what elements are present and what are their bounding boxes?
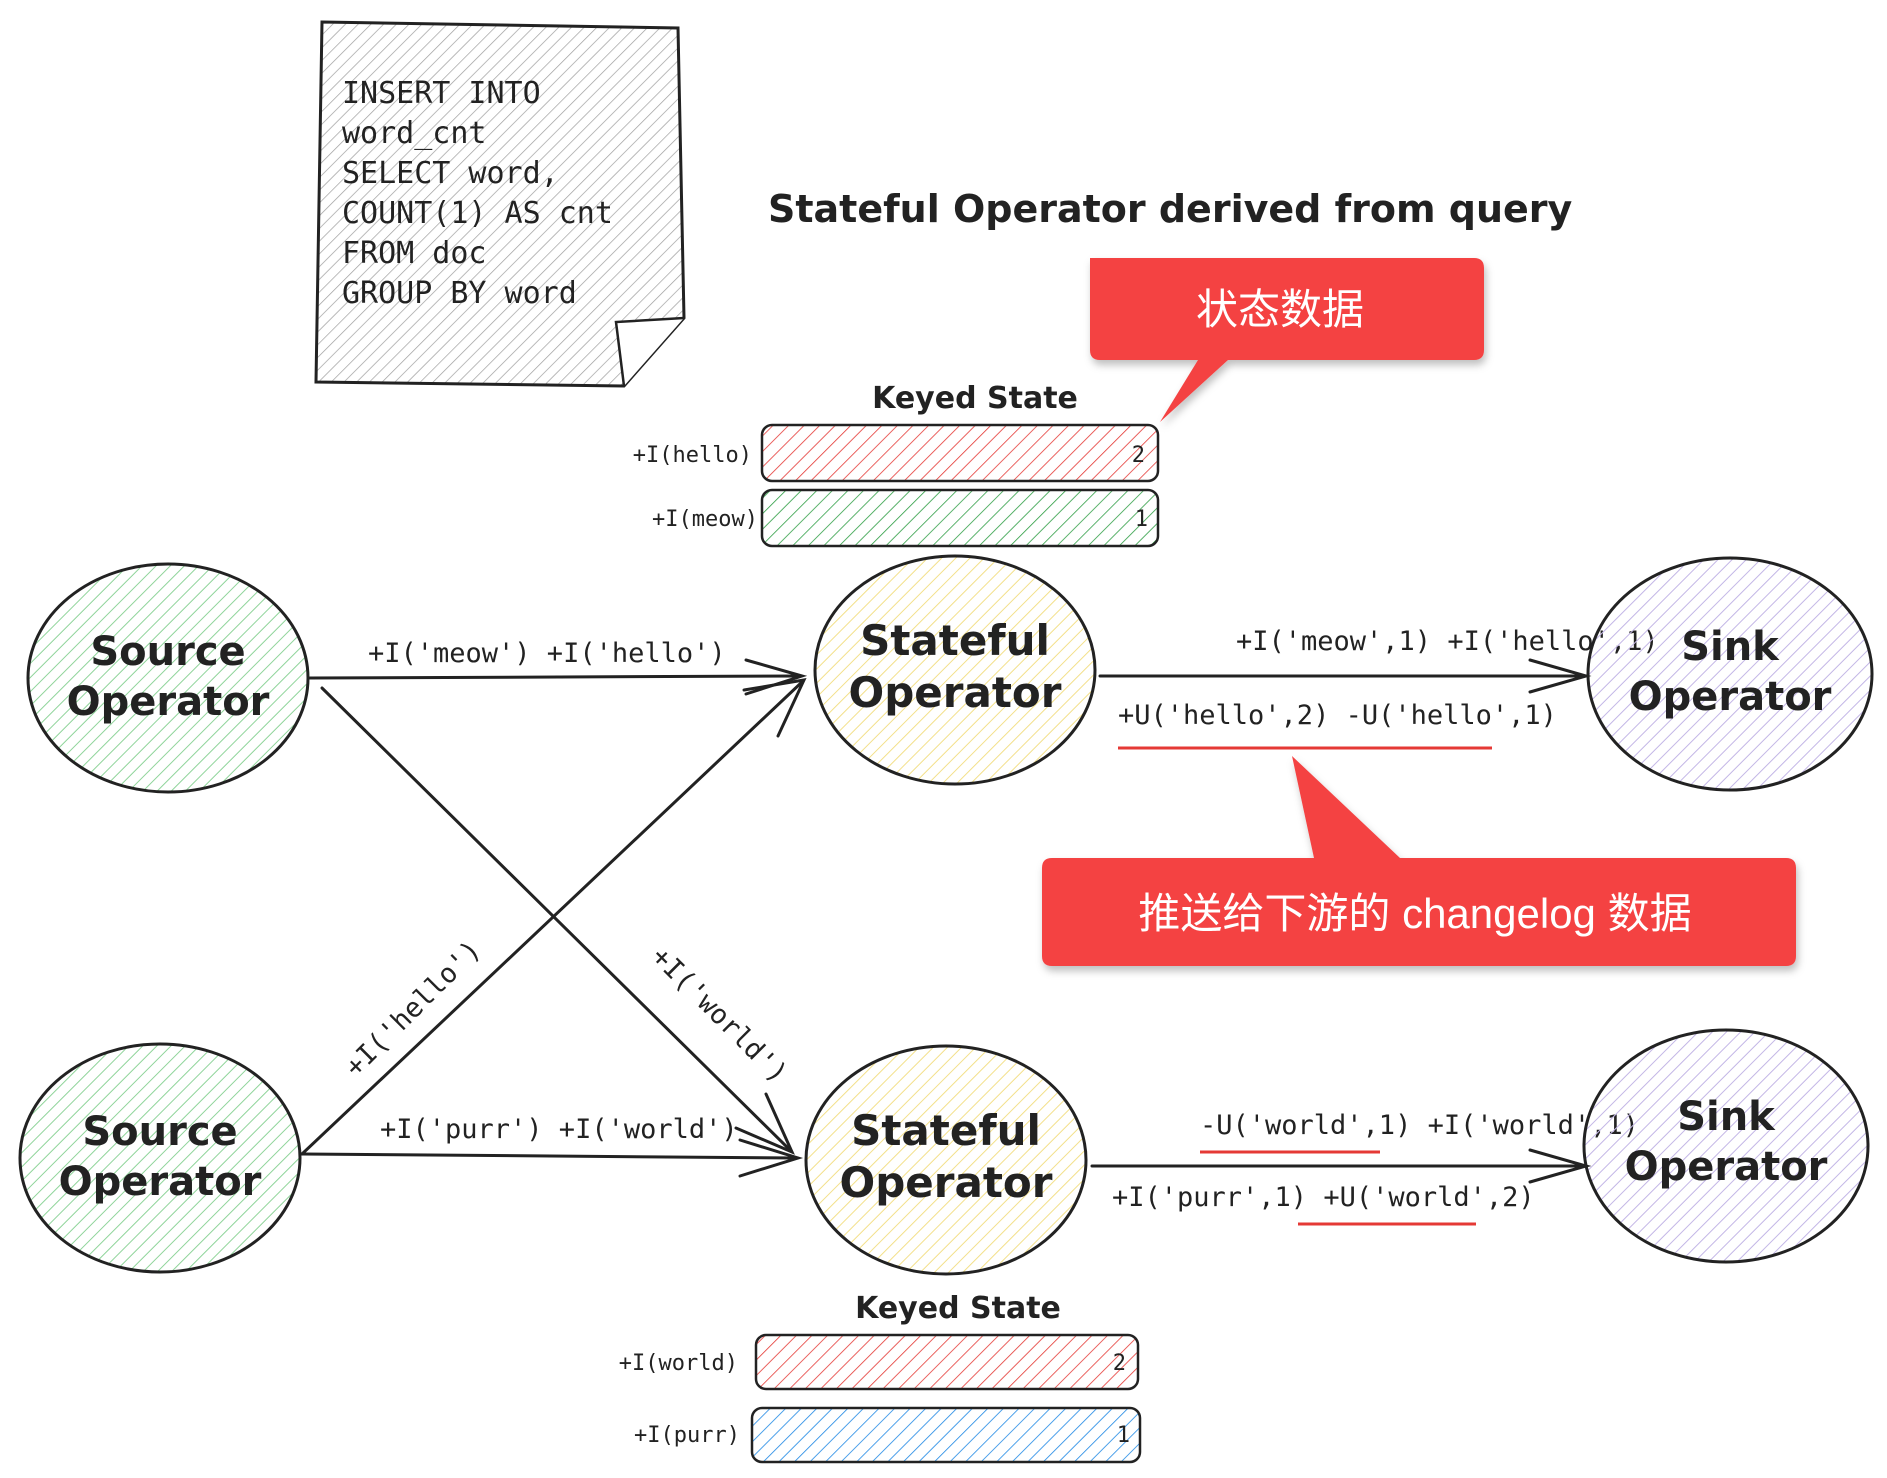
- keyed-state-title: Keyed State: [855, 1291, 1061, 1326]
- diagram-title: Stateful Operator derived from query: [768, 187, 1573, 231]
- node-label-line2: Operator: [849, 668, 1062, 717]
- edge-src-bottom-stateful-bottom: [300, 1152, 798, 1160]
- node-label-line1: Sink: [1681, 624, 1780, 670]
- edge-label-top-output-2: +U('hello',2) -U('hello',1): [1118, 700, 1557, 731]
- sql-note: INSERT INTO word_cnt SELECT word, COUNT(…: [314, 20, 686, 388]
- node-label-line2: Operator: [67, 679, 270, 725]
- state-key-purr: +I(purr): [634, 1423, 740, 1448]
- node-label-line1: Stateful: [851, 1106, 1041, 1155]
- arrowhead: [1528, 658, 1592, 694]
- callout-bubble: [1042, 756, 1796, 966]
- keyed-state-bottom: Keyed State +I(world) 2 +I(purr) 1: [619, 1291, 1142, 1464]
- state-value-meow: 1: [1135, 507, 1148, 532]
- sql-line-1: INSERT INTO: [342, 76, 541, 111]
- arrowhead: [734, 1092, 795, 1155]
- arrowhead: [742, 678, 807, 738]
- source-operator-top[interactable]: Source Operator: [26, 562, 310, 794]
- state-value-world: 2: [1113, 1351, 1126, 1376]
- callout-changelog: [1042, 756, 1796, 966]
- state-bar-purr: [750, 1406, 1142, 1464]
- node-label-line1: Sink: [1677, 1094, 1776, 1140]
- callout-state-data: [1090, 258, 1484, 422]
- node-circle: [1586, 556, 1874, 792]
- node-label-line1: Source: [90, 629, 245, 675]
- edge-label-top-input: +I('meow') +I('hello'): [368, 638, 726, 669]
- edge-label-bottom-output-1: -U('world',1) +I('world',1): [1200, 1110, 1639, 1141]
- sql-line-5: FROM doc: [342, 236, 487, 271]
- edge-label-bottom-input: +I('purr') +I('world'): [380, 1114, 738, 1145]
- state-key-hello: +I(hello): [633, 443, 752, 468]
- sql-line-2: word_cnt: [342, 116, 487, 151]
- node-label-line1: Stateful: [860, 616, 1050, 665]
- node-circle: [26, 562, 310, 794]
- edge-cross-down: [320, 686, 792, 1152]
- edge-label-top-output-1: +I('meow',1) +I('hello',1): [1236, 626, 1659, 657]
- callout-bubble: [1090, 258, 1484, 422]
- node-circle: [813, 554, 1097, 786]
- note-fold: [614, 316, 685, 387]
- state-bar-meow: [760, 488, 1160, 548]
- state-key-world: +I(world): [619, 1351, 738, 1376]
- node-label-line1: Source: [82, 1109, 237, 1155]
- arrowhead: [738, 1138, 804, 1178]
- callout-changelog-text: 推送给下游的 changelog 数据: [1138, 890, 1691, 937]
- state-value-purr: 1: [1117, 1423, 1130, 1448]
- node-label-line2: Operator: [59, 1159, 262, 1205]
- edges: [300, 658, 1592, 1184]
- sql-line-4: COUNT(1) AS cnt: [342, 196, 613, 231]
- node-label-line2: Operator: [1625, 1144, 1828, 1190]
- sql-line-6: GROUP BY word: [342, 276, 577, 311]
- keyed-state-top: Keyed State +I(hello) 2 +I(meow) 1: [633, 381, 1160, 548]
- edge-cross-up: [300, 680, 804, 1156]
- node-label-line2: Operator: [840, 1158, 1053, 1207]
- stateful-operator-bottom[interactable]: Stateful Operator: [804, 1044, 1088, 1276]
- keyed-state-title: Keyed State: [872, 381, 1078, 416]
- source-operator-bottom[interactable]: Source Operator: [18, 1042, 302, 1274]
- sql-line-3: SELECT word,: [342, 156, 559, 191]
- edge-label-cross-up: +I('hello'): [339, 935, 487, 1083]
- sink-operator-bottom[interactable]: Sink Operator: [1582, 1028, 1870, 1264]
- sink-operator-top[interactable]: Sink Operator: [1586, 556, 1874, 792]
- stateful-operator-top[interactable]: Stateful Operator: [813, 554, 1097, 786]
- node-circle: [18, 1042, 302, 1274]
- edge-label-bottom-output-2: +I('purr',1) +U('world',2): [1112, 1182, 1535, 1213]
- state-bar-world: [754, 1333, 1140, 1391]
- node-circle: [1582, 1028, 1870, 1264]
- edge-src-top-stateful-top: [308, 674, 802, 680]
- state-key-meow: +I(meow): [652, 507, 758, 532]
- callout-state-data-text: 状态数据: [1196, 286, 1364, 333]
- node-label-line2: Operator: [1629, 674, 1832, 720]
- state-value-hello: 2: [1132, 443, 1145, 468]
- node-circle: [804, 1044, 1088, 1276]
- edge-label-cross-down: +I('world'): [645, 941, 793, 1089]
- state-bar-hello: [760, 423, 1160, 483]
